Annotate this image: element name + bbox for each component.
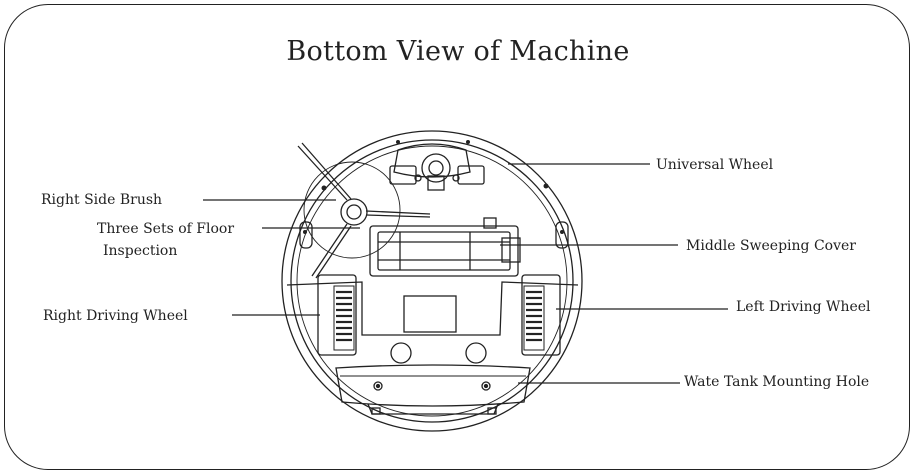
- label-right-driving-wheel: Right Driving Wheel: [43, 308, 188, 324]
- robot-outer-shell: [281, 130, 583, 432]
- label-floor-inspection-line1: Three Sets of Floor: [97, 221, 235, 237]
- universal-wheel-assembly: [389, 143, 485, 191]
- middle-sweeping-cover: [369, 217, 521, 277]
- label-water-tank-mounting-hole: Wate Tank Mounting Hole: [684, 374, 870, 390]
- leader-lines: [203, 163, 728, 384]
- sensor-left: [299, 221, 313, 249]
- robot-inner-rim-2: [296, 145, 568, 417]
- label-universal-wheel: Universal Wheel: [656, 157, 774, 173]
- right-driving-wheel: [317, 274, 357, 356]
- label-left-driving-wheel: Left Driving Wheel: [736, 299, 871, 315]
- label-middle-sweeping-cover: Middle Sweeping Cover: [686, 238, 856, 254]
- robot-inner-rim: [290, 139, 574, 423]
- rim-dots: [303, 140, 564, 234]
- left-driving-wheel: [521, 274, 561, 356]
- sensor-right: [555, 221, 569, 249]
- label-floor-inspection-line2: Inspection: [103, 243, 178, 259]
- charge-contact-left: [390, 342, 412, 364]
- side-brush: [297, 142, 431, 279]
- charge-contact-right: [465, 342, 487, 364]
- battery-cover: [403, 295, 457, 333]
- diagram-title: Bottom View of Machine: [286, 36, 630, 67]
- diagram-frame: [4, 4, 910, 470]
- body-panel-line: [286, 281, 579, 336]
- water-tank-mount: [335, 364, 531, 415]
- label-right-side-brush: Right Side Brush: [41, 192, 163, 208]
